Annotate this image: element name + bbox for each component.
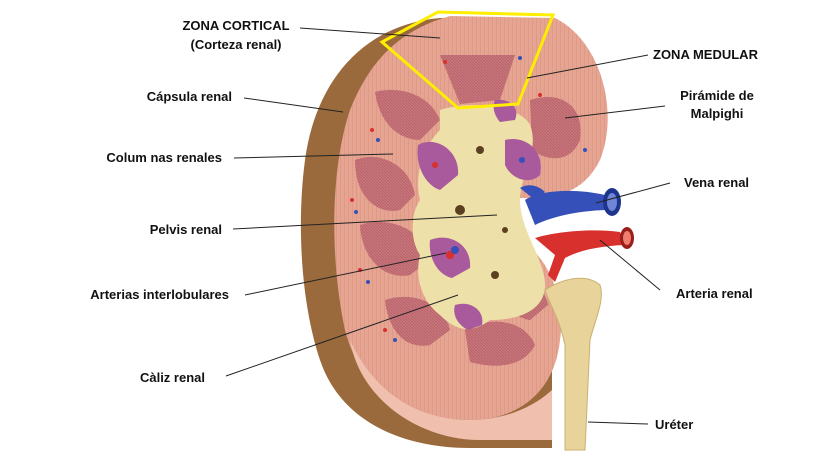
- pyramid: [375, 89, 440, 140]
- pyramid: [360, 221, 430, 276]
- pyramid: [465, 321, 535, 366]
- pyramid: [440, 55, 515, 104]
- label-zona-cortical: ZONA CORTICAL: [182, 18, 289, 33]
- ureter: [544, 277, 602, 451]
- label-pelvis-renal: Pelvis renal: [150, 222, 222, 237]
- pelvis-openings: [455, 146, 508, 279]
- renal-vein: [520, 185, 621, 225]
- pyramid: [530, 96, 581, 159]
- cortical-zone-highlight: [379, 10, 556, 110]
- label-piramide-1: Pirámide de: [680, 88, 754, 103]
- lower-cortex-band: [350, 340, 552, 440]
- label-zona-medular: ZONA MEDULAR: [653, 47, 759, 62]
- label-capsula-renal: Cápsula renal: [147, 89, 232, 104]
- interlobular-vessels: [350, 56, 587, 342]
- label-vena-renal: Vena renal: [684, 175, 749, 190]
- label-piramide-2: Malpighi: [691, 106, 744, 121]
- label-arteria-renal: Arteria renal: [676, 286, 753, 301]
- label-arterias-interlobulares: Arterias interlobulares: [90, 287, 229, 302]
- label-ureter: Uréter: [655, 417, 693, 432]
- leader-lines: [225, 27, 671, 425]
- label-corteza-renal: (Corteza renal): [190, 37, 281, 52]
- pyramid: [355, 156, 415, 211]
- label-columnas-renales: Colum nas renales: [106, 150, 222, 165]
- renal-artery: [535, 227, 634, 282]
- labels: ZONA CORTICAL (Corteza renal) ZONA MEDUL…: [90, 18, 758, 432]
- label-caliz-renal: Càliz renal: [140, 370, 205, 385]
- calyx: [454, 303, 483, 330]
